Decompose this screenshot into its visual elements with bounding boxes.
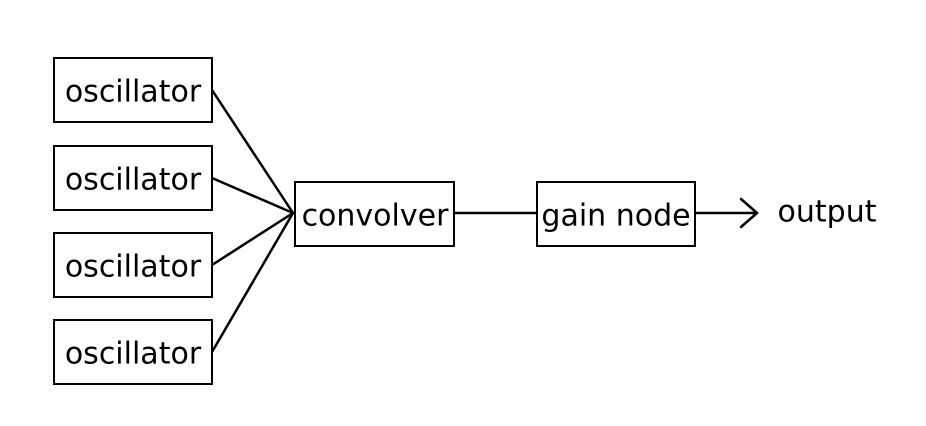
edge-oscillator-2-to-convolver (210, 176, 295, 215)
oscillator-label: oscillator (65, 250, 202, 285)
gain-node-box (536, 181, 696, 247)
edge-oscillator-4-to-convolver (210, 211, 295, 354)
node-convolver: convolver (294, 181, 455, 247)
edges (210, 88, 759, 354)
arrowhead-icon (739, 197, 759, 229)
edge-oscillator-3-to-convolver (210, 211, 295, 267)
gain-node-label: gain node (541, 199, 690, 234)
node-oscillator-3: oscillator (53, 232, 213, 298)
convolver-label: convolver (302, 199, 450, 234)
oscillator-box (53, 232, 213, 298)
oscillator-label: oscillator (65, 163, 202, 198)
oscillator-box (53, 319, 213, 385)
edge-oscillator-1-to-convolver (210, 88, 295, 215)
node-oscillator-4: oscillator (53, 319, 213, 385)
convolver-box (294, 181, 455, 247)
oscillator-label: oscillator (65, 337, 202, 372)
oscillator-box (53, 57, 213, 123)
output-label: output (778, 195, 877, 230)
oscillator-box (53, 145, 213, 211)
oscillator-label: oscillator (65, 75, 202, 110)
node-oscillator-1: oscillator (53, 57, 213, 123)
node-gain-node: gain node (536, 181, 696, 247)
node-oscillator-2: oscillator (53, 145, 213, 211)
